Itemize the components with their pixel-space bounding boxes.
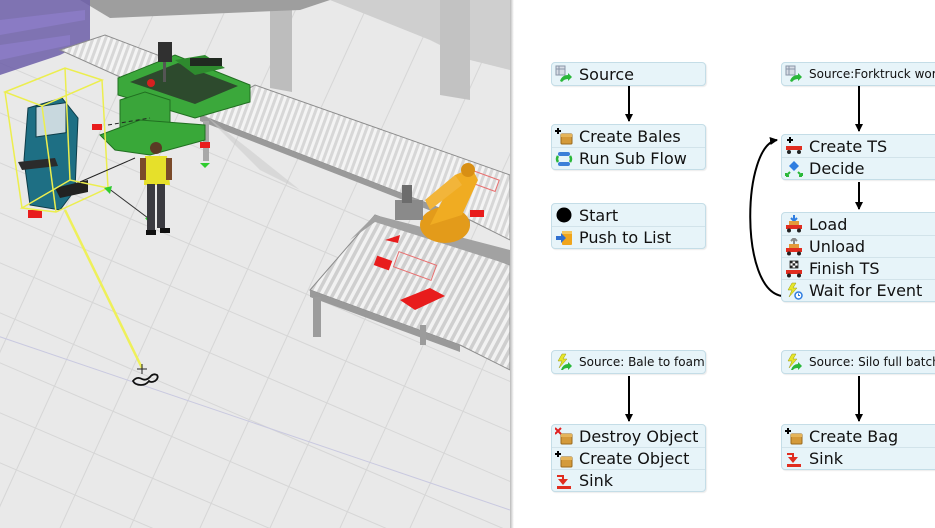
block-destroy-create[interactable]: Destroy Object Create Object Sink xyxy=(551,424,706,492)
splitter[interactable] xyxy=(510,0,514,528)
unload-icon xyxy=(785,237,803,256)
activity-label: Decide xyxy=(809,159,865,178)
activity-push-to-list[interactable]: Push to List xyxy=(552,226,705,248)
storage-rack xyxy=(0,0,90,75)
block-create-bales[interactable]: Create Bales Run Sub Flow xyxy=(551,124,706,170)
activity-destroy-object[interactable]: Destroy Object xyxy=(552,425,705,447)
decide-icon xyxy=(785,160,803,178)
activity-label: Unload xyxy=(809,237,866,256)
event-source-icon xyxy=(785,353,803,371)
kiosk xyxy=(18,97,88,211)
block-create-ts[interactable]: Create TS Decide xyxy=(781,134,935,180)
activity-create-ts[interactable]: Create TS xyxy=(782,135,935,157)
activity-label: Create Bales xyxy=(579,126,681,146)
activity-wait-for-event[interactable]: Wait for Event xyxy=(782,279,935,301)
block-forktruck-source[interactable]: Source:Forktruck work xyxy=(781,62,935,86)
block-bale-to-foam[interactable]: Source: Bale to foam xyxy=(551,350,706,374)
block-source[interactable]: Source xyxy=(551,62,706,86)
activity-sink[interactable]: Sink xyxy=(552,469,705,491)
activity-label: Create Bag xyxy=(809,426,899,446)
arrow-wait-to-create-ts xyxy=(749,137,783,297)
start-icon xyxy=(555,206,573,224)
load-icon xyxy=(785,215,803,233)
activity-label: Source:Forktruck work xyxy=(809,67,935,81)
event-source-icon xyxy=(555,353,573,371)
activity-create-bag[interactable]: Create Bag xyxy=(782,425,935,447)
activity-source-silo-full-batch[interactable]: Source: Silo full batch xyxy=(782,351,935,373)
activity-label: Push to List xyxy=(579,228,672,247)
activity-decide[interactable]: Decide xyxy=(782,157,935,179)
finish-ts-icon xyxy=(785,260,803,278)
robot-arm xyxy=(395,163,478,243)
wait-for-event-icon xyxy=(785,282,803,300)
activity-create-bales[interactable]: Create Bales xyxy=(552,125,705,147)
create-ts-icon xyxy=(785,137,803,155)
block-load-unload[interactable]: Load Unload Finish TS Wait for Event xyxy=(781,212,935,302)
activity-label: Source xyxy=(579,64,634,84)
activity-label: Wait for Event xyxy=(809,281,923,300)
create-object-icon xyxy=(555,450,573,468)
sink-icon xyxy=(555,472,573,490)
activity-label: Load xyxy=(809,214,848,234)
3d-model-view[interactable] xyxy=(0,0,510,528)
conveyor-lower xyxy=(309,214,510,371)
activity-sink[interactable]: Sink xyxy=(782,447,935,469)
sink-icon xyxy=(785,450,803,468)
activity-source-bale-to-foam[interactable]: Source: Bale to foam xyxy=(552,351,705,373)
activity-source[interactable]: Source xyxy=(552,63,705,85)
block-create-bag[interactable]: Create Bag Sink xyxy=(781,424,935,470)
activity-label: Run Sub Flow xyxy=(579,149,687,168)
activity-label: Sink xyxy=(809,449,844,468)
activity-label: Source: Silo full batch xyxy=(809,355,935,369)
schedule-source-icon xyxy=(555,65,573,83)
create-object-icon xyxy=(555,127,573,145)
schedule-source-icon xyxy=(785,65,803,83)
3d-scene[interactable] xyxy=(0,0,510,528)
activity-create-object[interactable]: Create Object xyxy=(552,447,705,469)
activity-label: Sink xyxy=(579,471,614,490)
activity-source-forktruck-work[interactable]: Source:Forktruck work xyxy=(782,63,935,85)
activity-label: Create TS xyxy=(809,136,888,156)
activity-label: Destroy Object xyxy=(579,426,699,446)
run-sub-flow-icon xyxy=(555,150,573,168)
block-silo-source[interactable]: Source: Silo full batch xyxy=(781,350,935,374)
selection-box xyxy=(2,67,111,213)
process-flow-view[interactable]: Source Create Bales Run Sub Flow Start xyxy=(514,0,935,528)
object-connections xyxy=(79,117,151,219)
overhead-structure xyxy=(80,0,510,100)
push-to-list-icon xyxy=(555,229,573,247)
activity-label: Create Object xyxy=(579,449,690,468)
block-start[interactable]: Start Push to List xyxy=(551,203,706,249)
operator xyxy=(140,142,172,235)
connection-drag-line xyxy=(63,209,144,369)
activity-unload[interactable]: Unload xyxy=(782,235,935,257)
baler-machine xyxy=(99,42,251,156)
create-object-icon xyxy=(785,427,803,445)
mouse-cursor xyxy=(131,364,159,386)
activity-run-sub-flow[interactable]: Run Sub Flow xyxy=(552,147,705,169)
activity-load[interactable]: Load xyxy=(782,213,935,235)
activity-finish-ts[interactable]: Finish TS xyxy=(782,257,935,279)
activity-label: Finish TS xyxy=(809,259,880,278)
destroy-object-icon xyxy=(555,427,573,445)
activity-label: Start xyxy=(579,205,619,225)
activity-label: Source: Bale to foam xyxy=(579,355,705,369)
activity-start[interactable]: Start xyxy=(552,204,705,226)
flowitem-markers xyxy=(28,100,484,310)
